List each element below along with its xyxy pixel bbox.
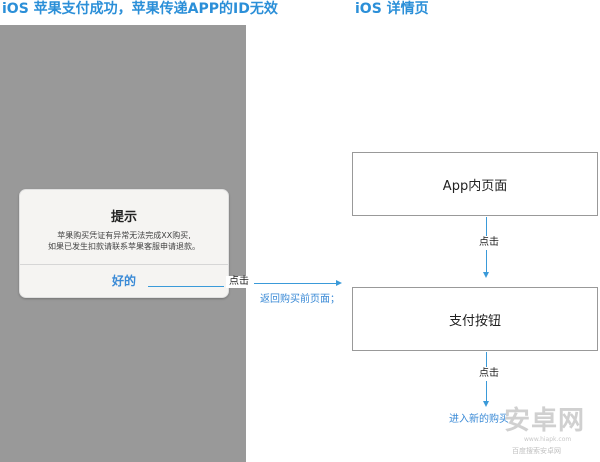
watermark-slogan: 百度搜索安卓网 bbox=[512, 447, 561, 455]
dialog-title: 提示 bbox=[110, 210, 137, 225]
return-note: 返回购买前页面； bbox=[260, 294, 340, 305]
dialog-message-line-1: 苹果购买凭证有异常无法完成XX购买, bbox=[57, 231, 191, 240]
arrow-down-icon bbox=[483, 401, 489, 407]
click-label-ok: 点击 bbox=[226, 276, 252, 288]
pay-button-label: 支付按钮 bbox=[448, 313, 501, 329]
watermark-logo: 安卓网 bbox=[504, 406, 586, 436]
arrow-right-icon bbox=[336, 280, 342, 286]
arrow-down-icon bbox=[483, 272, 489, 278]
ok-button[interactable]: 好的 bbox=[111, 274, 136, 288]
ok-to-click-connector bbox=[148, 286, 224, 287]
site-watermark: 安卓网 www.hiapk.com 百度搜索安卓网 bbox=[504, 406, 596, 460]
pay-button-box: 支付按钮 bbox=[352, 287, 598, 351]
watermark-url: www.hiapk.com bbox=[524, 436, 572, 443]
alert-dialog: 提示 苹果购买凭证有异常无法完成XX购买, 如果已发生扣款请联系苹果客服申请退款… bbox=[19, 189, 229, 298]
enter-new-purchase-note: 进入新的购买 bbox=[449, 414, 509, 425]
left-section-title: iOS 苹果支付成功，苹果传递APP的ID无效 bbox=[2, 1, 278, 17]
click-label-pay: 点击 bbox=[477, 367, 501, 381]
app-page-label: App内页面 bbox=[442, 178, 508, 194]
app-page-box: App内页面 bbox=[352, 152, 598, 216]
dialog-message-line-2: 如果已发生扣款请联系苹果客服申请退款。 bbox=[48, 242, 200, 251]
dialog-message: 苹果购买凭证有异常无法完成XX购买, 如果已发生扣款请联系苹果客服申请退款。 bbox=[30, 230, 218, 252]
right-section-title: iOS 详情页 bbox=[355, 1, 429, 17]
dialog-divider bbox=[20, 264, 228, 265]
return-arrow-line bbox=[254, 283, 338, 284]
click-label-app-page: 点击 bbox=[477, 236, 501, 250]
